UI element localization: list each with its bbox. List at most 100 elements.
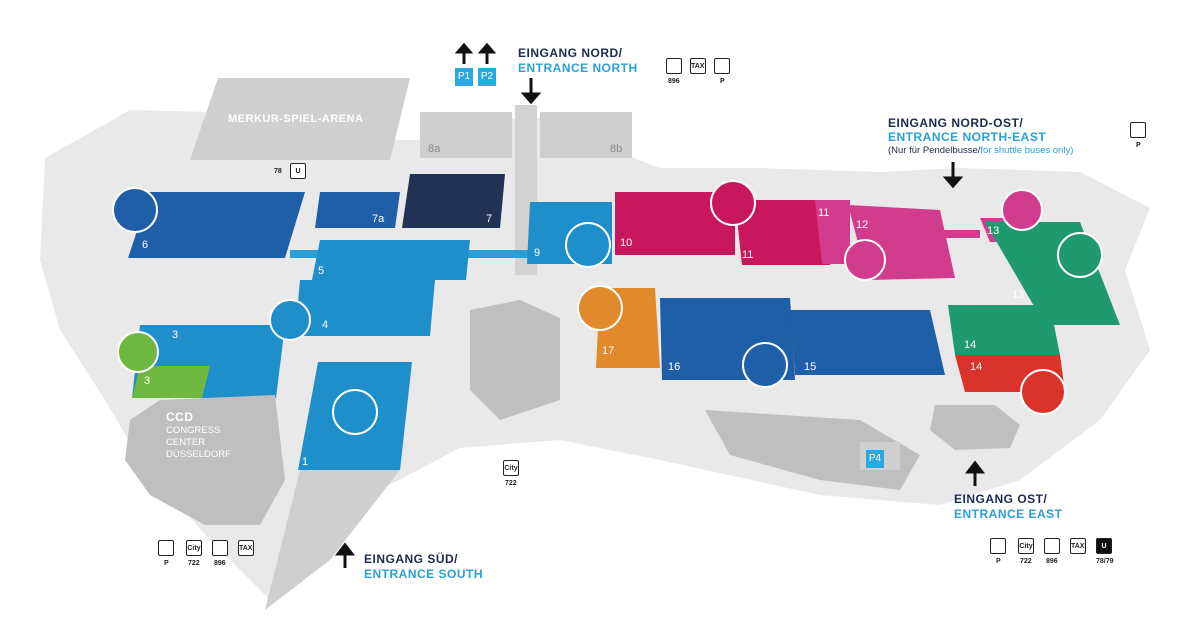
parking-p2[interactable]: P2: [478, 68, 496, 86]
hall-label: 8a: [428, 143, 441, 155]
entrance-ne-en: ENTRANCE NORTH-EAST: [888, 130, 1047, 144]
south-bus-icon: [212, 540, 228, 556]
diver-icon: [1001, 189, 1043, 231]
hall-15[interactable]: [790, 310, 945, 375]
ccd-line2: CENTER: [166, 437, 206, 448]
parking-p1[interactable]: P1: [455, 68, 473, 86]
hall-5[interactable]: [312, 240, 470, 280]
kayak-icon: [1020, 369, 1066, 415]
ccd-building: [125, 395, 285, 525]
arrow-east-head: [964, 460, 986, 474]
hall-3-green[interactable]: [132, 366, 210, 398]
north-taxi-icon: TAXI: [690, 58, 706, 74]
hall-4[interactable]: [295, 280, 435, 336]
hall-label: 6: [142, 239, 148, 251]
east-city-icon: City: [1018, 538, 1034, 554]
hall-label: 11: [818, 207, 829, 219]
motorboat-icon: [269, 299, 311, 341]
sailboat-icon: [742, 342, 788, 388]
hall-8a-building: [420, 112, 512, 158]
east-ubahn-number: 78/79: [1096, 558, 1114, 565]
hall6-ubahn-number: 78: [274, 168, 282, 175]
hall-label: 4: [322, 319, 328, 331]
hall-label: 16: [668, 361, 680, 373]
hall-14[interactable]: [948, 305, 1060, 355]
hall-11b[interactable]: [815, 200, 850, 264]
hall-11[interactable]: [735, 200, 830, 265]
center-buildings: [470, 300, 560, 420]
ne-parkride-icon: [1130, 122, 1146, 138]
east-bus-icon: [1044, 538, 1060, 554]
parking-p4[interactable]: P4: [866, 450, 884, 468]
south-bus2-number: 896: [214, 560, 226, 567]
motorboat-icon: [565, 222, 611, 268]
hall-8b-building: [540, 112, 632, 158]
north-bus-number: 896: [668, 78, 680, 85]
hall-label: 11: [742, 249, 753, 261]
south-park-label: P: [164, 560, 169, 567]
south-taxi-icon: TAXI: [238, 540, 254, 556]
theme-icons: [112, 180, 1103, 435]
arrow-south-head: [334, 542, 356, 556]
east-taxi-icon: TAXI: [1070, 538, 1086, 554]
center-city-bus-icon: City: [503, 460, 519, 476]
arena-building: [190, 78, 410, 160]
north-parkride-icon: [714, 58, 730, 74]
entrance-north-en: ENTRANCE NORTH: [518, 61, 638, 75]
hall-label: 10: [620, 237, 632, 249]
entrance-south-en: ENTRANCE SOUTH: [364, 567, 484, 581]
entrance-arrows: [334, 42, 986, 568]
arrow-ne-head: [942, 176, 964, 189]
hall-7a[interactable]: [315, 192, 400, 228]
south-walkway: [265, 470, 400, 610]
east-bus1-number: 722: [1020, 558, 1032, 565]
arrow-north-head: [520, 92, 542, 105]
ccd-line1: CONGRESS: [166, 425, 221, 436]
hall-label: 7a: [372, 213, 385, 225]
hall-label: 13: [1012, 289, 1024, 301]
arena-label: MERKUR-SPIEL-ARENA: [228, 113, 364, 125]
diver-icon: [844, 239, 886, 281]
entrance-ne-note: (Nur für Pendelbusse/for shuttle buses o…: [888, 145, 1073, 156]
hall-6[interactable]: [128, 192, 305, 258]
hall-label: 7: [486, 213, 492, 225]
north-park-label: P: [720, 78, 725, 85]
hall-label: 13: [987, 225, 999, 237]
halls: [128, 174, 1120, 470]
hall-label: 3: [144, 375, 150, 387]
north-bus-icon: [666, 58, 682, 74]
east-park-label: P: [996, 558, 1001, 565]
hall-label: 12: [856, 219, 868, 231]
east-bus2-number: 896: [1046, 558, 1058, 565]
east-parkride-icon: [990, 538, 1006, 554]
hall6-ubahn-icon: U: [290, 163, 306, 179]
hall-label: 15: [804, 361, 816, 373]
hall-label: 8b: [610, 143, 622, 155]
hall-label: 5: [318, 265, 324, 277]
hall-numbers: 6 7a 7 5 4 3 3 1 8a 8b 9 10 11 11 12 13 …: [142, 143, 1024, 468]
south-city-icon: City: [186, 540, 202, 556]
south-parkride-icon: [158, 540, 174, 556]
south-bus1-number: 722: [188, 560, 200, 567]
hall-label: 3: [172, 329, 178, 341]
kitesurf-icon: [577, 285, 623, 331]
center-bus-number: 722: [505, 480, 517, 487]
hall-7[interactable]: [402, 174, 505, 228]
entrance-ne-de: EINGANG NORD-OST/: [888, 116, 1024, 130]
hall-label: 14: [970, 361, 982, 373]
arrow-p2-head: [477, 42, 497, 54]
propeller-icon: [710, 180, 756, 226]
hall-10[interactable]: [615, 192, 735, 255]
east-entrance-building: [930, 405, 1020, 450]
entrance-south-de: EINGANG SÜD/: [364, 552, 459, 566]
entrance-ne-note-en: for shuttle buses only): [980, 145, 1074, 156]
walkway-pink: [940, 230, 980, 238]
ccd-title: CCD: [166, 410, 194, 424]
hall-label: 17: [602, 345, 614, 357]
sun-icon: [1057, 232, 1103, 278]
hall-label: 1: [302, 456, 308, 468]
entrance-ne-note-de: (Nur für Pendelbusse/: [888, 145, 981, 156]
fish-icon: [117, 331, 159, 373]
entrance-east-de: EINGANG OST/: [954, 492, 1048, 506]
